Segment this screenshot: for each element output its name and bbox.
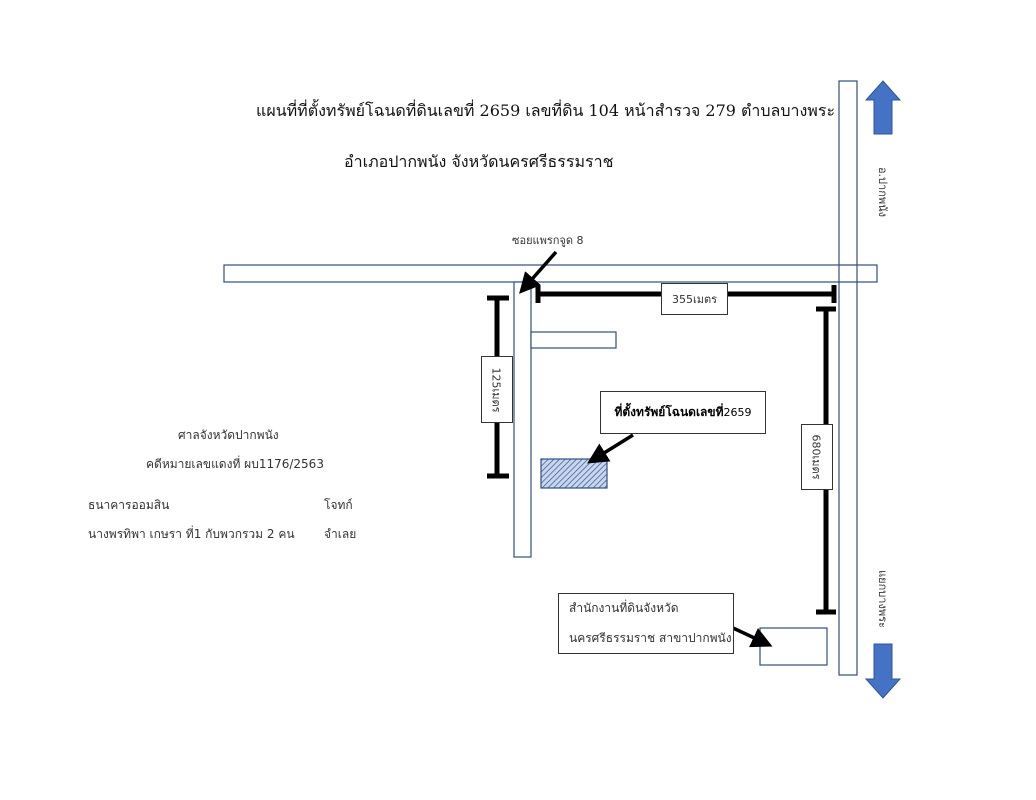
distance-680-text: 680เมตร [810, 434, 823, 480]
plaintiff-name: ธนาคารออมสิน [88, 498, 170, 512]
defendant-role: จำเลย [324, 527, 357, 541]
defendant-name: นางพรทิพา เกษรา ที่1 กับพวกรวม 2 คน [88, 527, 295, 541]
distance-125-label: 125เมตร [481, 356, 513, 423]
north-direction-arrow-icon [864, 80, 902, 135]
court-name: ศาลจังหวัดปากพนัง [178, 428, 279, 442]
distance-680-label: 680เมตร [801, 424, 833, 490]
soi-pointer-arrow [519, 250, 558, 294]
distance-125-text: 125เมตร [490, 366, 503, 413]
distance-355-label: 355เมตร [661, 283, 728, 315]
map-title-line2: อำเภอปากพนัง จังหวัดนครศรีธรรมราช [344, 152, 614, 171]
plaintiff-role: โจทก์ [324, 498, 353, 512]
office-line1: สำนักงานที่ดินจังหวัด [569, 601, 679, 616]
main-horizontal-road [223, 264, 878, 283]
map-title-line1: แผนที่ที่ตั้งทรัพย์โฉนดที่ดินเลขที่ 2659… [256, 101, 836, 120]
property-label-text: ที่ตั้งทรัพย์โฉนดเลขที่ [614, 405, 724, 419]
side-lane [530, 331, 617, 349]
road-label-pak-phanang: อ.ปากพนัง [876, 166, 889, 218]
property-number: 2659 [723, 406, 752, 419]
property-label: ที่ตั้งทรัพย์โฉนดเลขที่2659 [600, 391, 766, 434]
road-label-bang-phra: แยกบางพระ [876, 570, 889, 628]
property-pointer-arrow [587, 433, 634, 464]
soi-road [513, 281, 532, 558]
case-number: คดีหมายเลขแดงที่ ผบ1176/2563 [146, 457, 324, 471]
land-office-label: สำนักงานที่ดินจังหวัด นครศรีธรรมราช สาขา… [558, 593, 734, 654]
main-vertical-road [838, 80, 858, 676]
office-pointer-arrow [732, 626, 773, 648]
south-direction-arrow-icon [864, 643, 902, 699]
office-line2: นครศรีธรรมราช สาขาปากพนัง [569, 630, 732, 645]
property-plot [540, 458, 608, 489]
distance-355-text: 355เมตร [671, 293, 718, 306]
soi-label: ซอยแพรกจูด 8 [512, 234, 584, 247]
land-office-building [759, 627, 828, 666]
